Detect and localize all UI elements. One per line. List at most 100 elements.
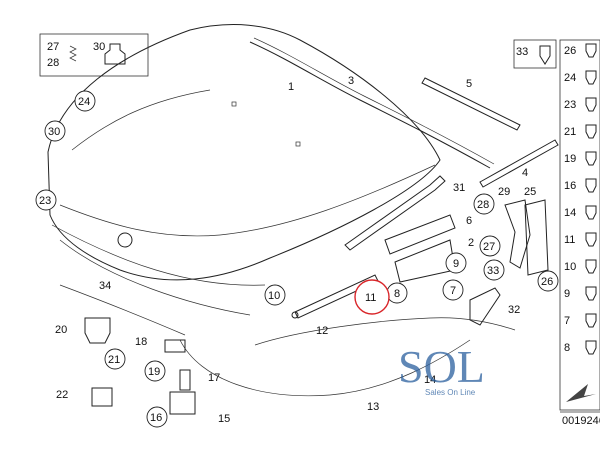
label-4: 4: [522, 167, 528, 179]
callout-8: 8: [386, 282, 408, 304]
svg-text:16: 16: [150, 412, 162, 424]
fastener-icon-23: [585, 97, 597, 112]
svg-text:23: 23: [39, 195, 51, 207]
callout-21: 21: [104, 348, 126, 370]
spring-icon: [69, 45, 77, 62]
callout-11-highlighted: 11: [354, 279, 390, 315]
grommet-18: [164, 339, 186, 353]
label-29: 29: [498, 186, 510, 198]
fastener-label-33: 33: [516, 46, 528, 58]
callout-28: 28: [473, 193, 495, 215]
hood-badge-icon: [117, 232, 133, 248]
label-1: 1: [288, 81, 294, 93]
callout-10: 10: [264, 284, 286, 306]
label-31: 31: [453, 182, 465, 194]
fastener-label-26: 26: [564, 45, 576, 57]
spring-17: [179, 369, 191, 391]
label-14: 14: [424, 374, 436, 386]
inset-label-28: 28: [47, 57, 59, 69]
fastener-icon-9: [585, 286, 597, 301]
diagram-id: 00192461: [562, 415, 600, 427]
callout-23: 23: [35, 189, 57, 211]
callout-30: 30: [44, 120, 66, 142]
callout-7: 7: [442, 279, 464, 301]
callout-26: 26: [537, 270, 559, 292]
label-2: 2: [468, 237, 474, 249]
hinge-25: [524, 199, 549, 276]
label-32: 32: [508, 304, 520, 316]
svg-text:28: 28: [477, 199, 489, 211]
svg-text:8: 8: [394, 288, 400, 300]
label-34: 34: [99, 280, 111, 292]
fastener-label-16: 16: [564, 180, 576, 192]
seal-31: [344, 175, 446, 251]
svg-text:7: 7: [450, 285, 456, 297]
fastener-label-9: 9: [564, 288, 570, 300]
hinge-29: [504, 199, 531, 269]
fastener-icon-19: [585, 151, 597, 166]
callout-19: 19: [144, 360, 166, 382]
watermark-tagline: Sales On Line: [425, 388, 476, 397]
clip-icon: [104, 43, 126, 65]
svg-text:10: 10: [268, 290, 280, 302]
hood: [47, 24, 441, 316]
fastener-icon-14: [585, 205, 597, 220]
label-13: 13: [367, 401, 379, 413]
latch-20: [84, 317, 111, 344]
callout-9: 9: [445, 252, 467, 274]
plug-icon: [539, 45, 551, 65]
label-15: 15: [218, 413, 230, 425]
seal-4: [479, 139, 559, 188]
fastener-icon-21: [585, 124, 597, 139]
fastener-icon-16: [585, 178, 597, 193]
svg-text:21: 21: [108, 354, 120, 366]
pad-22: [91, 387, 113, 407]
fastener-icon-11: [585, 232, 597, 247]
bracket-6: [384, 214, 456, 255]
label-20: 20: [55, 324, 67, 336]
svg-text:26: 26: [541, 276, 553, 288]
watermark-logo-text: SOL: [398, 341, 485, 392]
seal-5: [421, 77, 521, 131]
label-5: 5: [466, 78, 472, 90]
fastener-label-14: 14: [564, 207, 576, 219]
svg-text:30: 30: [48, 126, 60, 138]
svg-text:27: 27: [483, 241, 495, 253]
label-17: 17: [208, 372, 220, 384]
fastener-label-21: 21: [564, 126, 576, 138]
seal-3: [249, 41, 491, 169]
fastener-label-23: 23: [564, 99, 576, 111]
fastener-label-11: 11: [564, 234, 575, 246]
label-22: 22: [56, 389, 68, 401]
inset-label-27: 27: [47, 41, 59, 53]
inset-label-30: 30: [93, 41, 105, 53]
fastener-icon-24: [585, 70, 597, 85]
fastener-label-7: 7: [564, 315, 570, 327]
inset-fasteners-top-left: 27 28 30: [39, 33, 149, 77]
label-25: 25: [524, 186, 536, 198]
fastener-label-24: 24: [564, 72, 576, 84]
svg-text:11: 11: [365, 292, 376, 304]
svg-text:9: 9: [453, 258, 459, 270]
svg-text:19: 19: [148, 366, 160, 378]
svg-text:33: 33: [487, 265, 499, 277]
fastener-icon-8: [585, 340, 597, 355]
cable-34: [59, 284, 186, 336]
cable-13: [179, 339, 471, 397]
label-18: 18: [135, 336, 147, 348]
fastener-label-19: 19: [564, 153, 576, 165]
callout-27: 27: [479, 235, 501, 257]
callout-24: 24: [74, 90, 96, 112]
bracket-32: [469, 287, 501, 326]
direction-arrow-icon: [566, 384, 596, 402]
callout-33: 33: [483, 259, 505, 281]
cable-12: [254, 317, 516, 346]
label-3: 3: [348, 75, 354, 87]
fastener-label-8: 8: [564, 342, 570, 354]
fastener-icon-10: [585, 259, 597, 274]
label-12: 12: [316, 325, 328, 337]
sol-watermark-logo: SOL Sales On Line: [398, 341, 485, 397]
fastener-icon-26: [585, 43, 597, 58]
